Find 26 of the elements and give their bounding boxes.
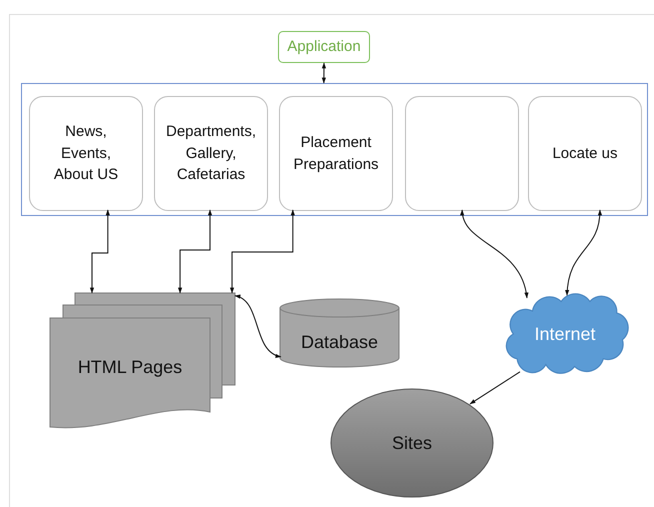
database-cylinder <box>279 298 400 368</box>
rounded-box <box>405 96 519 211</box>
arrow <box>470 371 520 404</box>
rounded-box <box>279 96 393 211</box>
arrow <box>234 295 282 358</box>
arrow <box>178 209 212 294</box>
arrow <box>322 62 326 84</box>
application-label: Application <box>286 37 362 58</box>
arrow <box>565 209 602 296</box>
rounded-box <box>528 96 642 211</box>
ellipse-label: Sites <box>390 432 434 455</box>
cloud-label: Internet <box>533 322 597 346</box>
rounded-box <box>154 96 268 211</box>
box-label: Departments, Gallery, Cafetarias <box>164 122 258 186</box>
document-label: HTML Pages <box>76 356 184 380</box>
rounded-box <box>29 96 143 211</box>
database-label: Database <box>300 330 380 354</box>
arrow <box>90 209 110 294</box>
box-label: Placement Preparations <box>292 132 380 174</box>
application-box <box>278 31 370 63</box>
box-label: News, Events, About US <box>52 122 120 186</box>
arrow <box>230 209 295 294</box>
box-label: Locate us <box>551 144 619 164</box>
arrow <box>460 209 528 298</box>
ellipse-node <box>330 388 494 498</box>
container-frame <box>21 83 648 216</box>
